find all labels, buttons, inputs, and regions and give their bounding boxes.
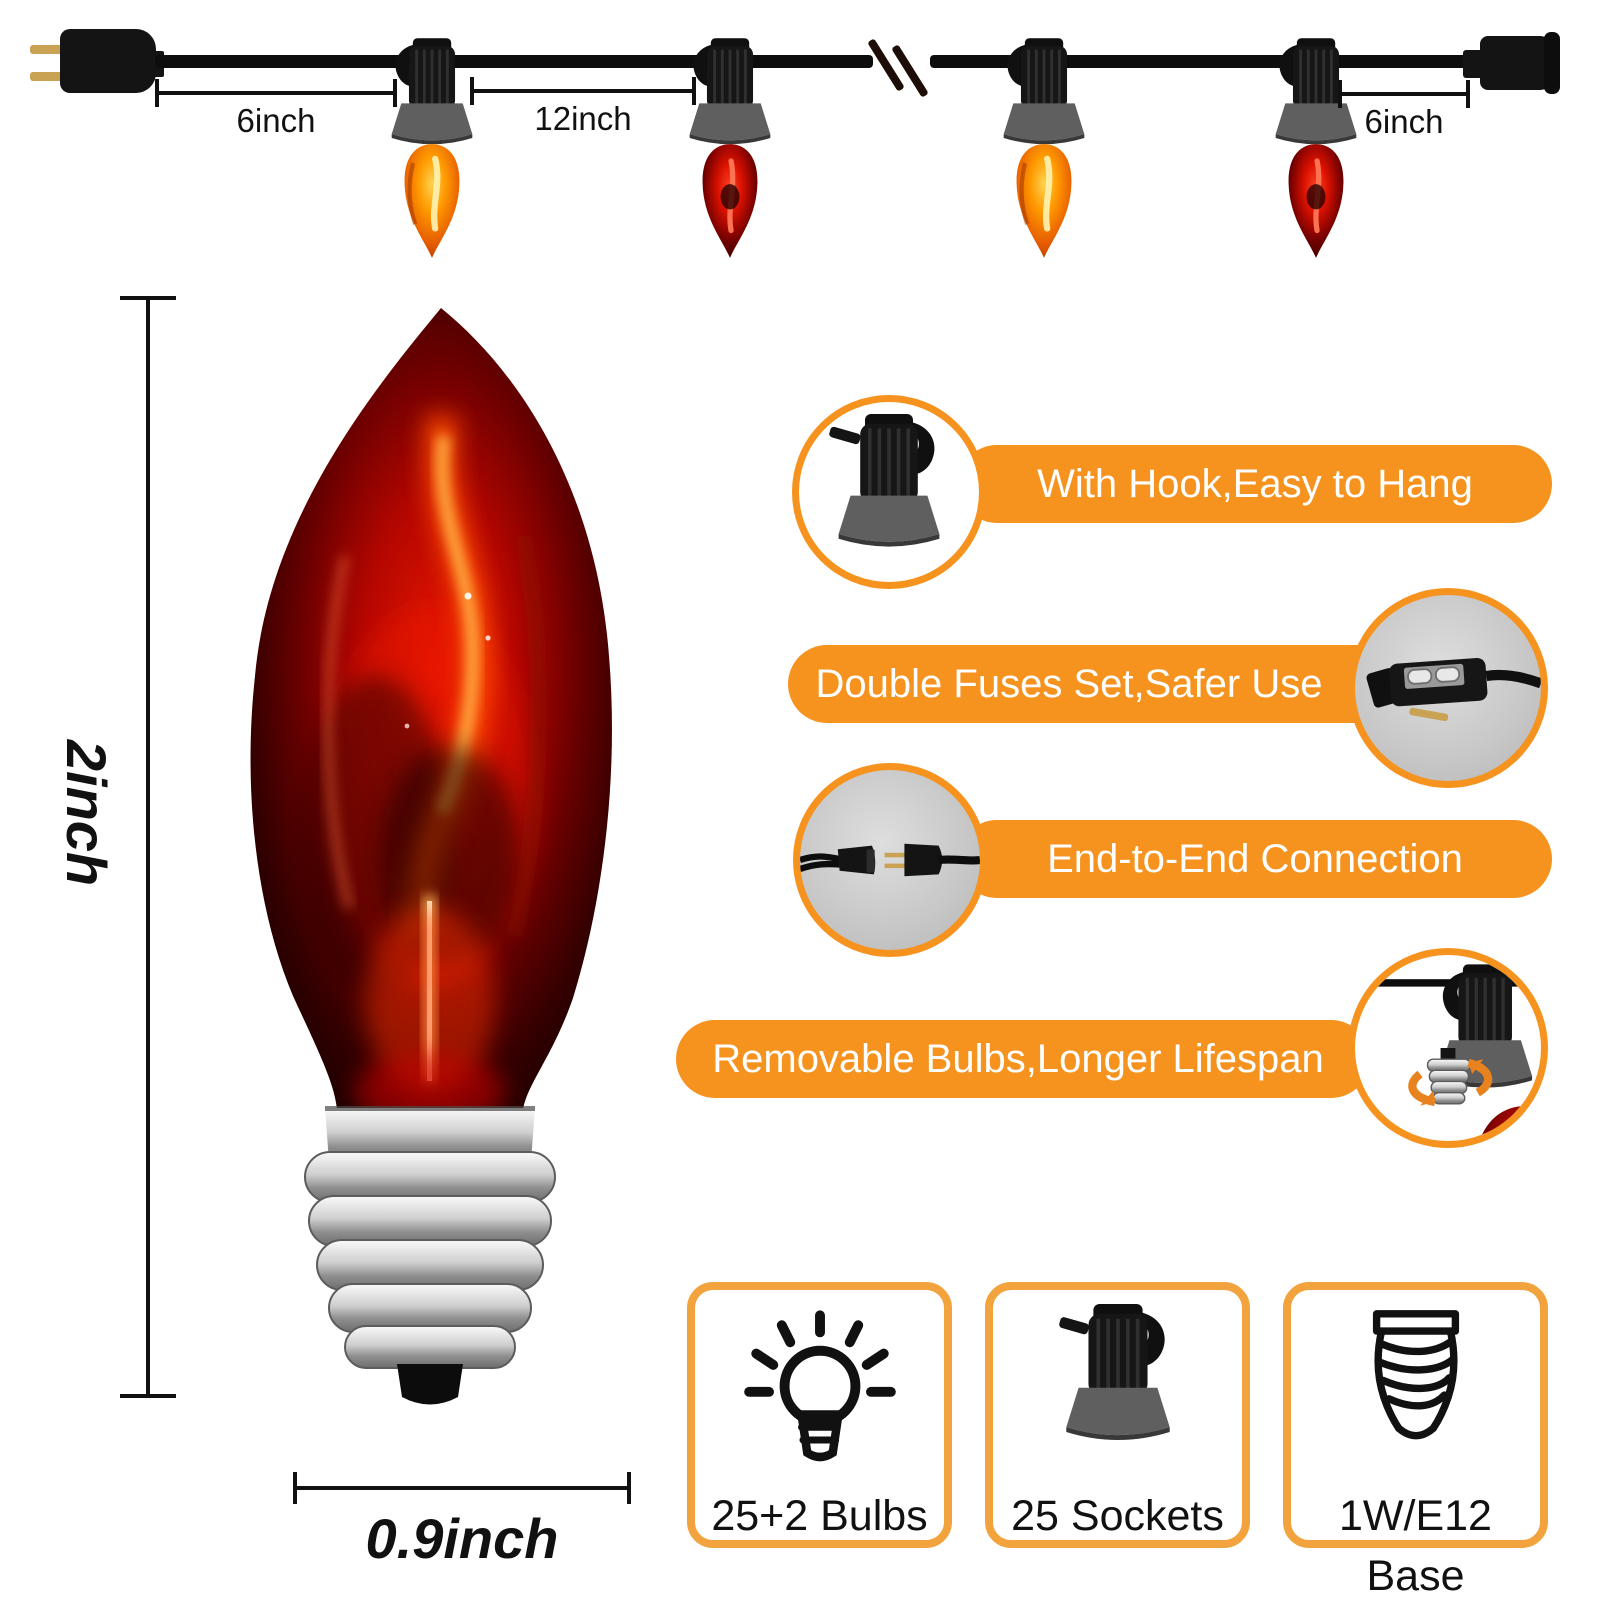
end-connector-collar (1463, 50, 1483, 78)
dimension-cap (293, 1472, 297, 1504)
socket-icon (993, 1304, 1242, 1464)
dimension-tick (155, 79, 159, 107)
flame-bulb-red-icon (1284, 142, 1348, 260)
hook-socket-photo-icon (829, 414, 949, 570)
end-to-end-plugs-photo-icon (800, 843, 980, 877)
feature-photo-hook (792, 395, 986, 589)
dimension-cap (120, 296, 176, 300)
spec-label-sockets: 25 Sockets (1011, 1492, 1224, 1540)
dimension-tick (1338, 80, 1342, 108)
spec-label-base: 1W/E12 Base (1339, 1492, 1492, 1600)
feature-label-hook: With Hook,Easy to Hang (1037, 462, 1473, 506)
flame-bulb-orange-icon (400, 142, 464, 260)
feature-pill-removable (676, 1020, 1370, 1098)
height-dimension-line (146, 298, 150, 1398)
bulb-outline-icon (695, 1304, 944, 1474)
plug-prong-icon (30, 45, 68, 54)
power-plug-icon (60, 29, 156, 93)
removable-bulb-photo-icon (1358, 955, 1541, 1141)
spec-card-sockets: 25 Sockets (985, 1282, 1250, 1548)
dimension-line (1338, 92, 1470, 96)
spacing-label-right: 6inch (1364, 103, 1444, 140)
end-connector-icon (1480, 36, 1552, 90)
spacing-label-left: 6inch (236, 102, 316, 139)
dimension-tick (692, 77, 696, 105)
dimension-tick (1466, 80, 1470, 108)
dimension-line (470, 89, 696, 93)
feature-label-connection: End-to-End Connection (1047, 837, 1463, 881)
dimension-tick (470, 77, 474, 105)
plug-prong-icon (30, 72, 68, 81)
product-bulb-photo (250, 308, 612, 1405)
dimension-line (155, 91, 397, 95)
width-dimension-line (293, 1486, 631, 1490)
spec-card-bulbs: 25+2 Bulbs (687, 1282, 952, 1548)
feature-pill-connection (958, 820, 1552, 898)
fuse-plug-photo-icon (1366, 658, 1541, 722)
feature-label-fuses: Double Fuses Set,Safer Use (815, 662, 1323, 706)
feature-photo-fuses (1348, 588, 1548, 788)
spacing-label-mid: 12inch (534, 100, 632, 137)
dimension-cap (627, 1472, 631, 1504)
feature-pill-hook (958, 445, 1552, 523)
end-connector-ring (1544, 32, 1560, 94)
e12-base-icon (1291, 1304, 1540, 1464)
spec-label-bulbs: 25+2 Bulbs (711, 1492, 928, 1540)
feature-photo-removable (1348, 948, 1548, 1148)
feature-photo-connection (793, 763, 987, 957)
flame-bulb-red-icon (698, 142, 762, 260)
dimension-cap (120, 1394, 176, 1398)
height-dimension-label: 2inch (55, 739, 118, 887)
feature-pill-fuses (788, 645, 1438, 723)
flame-bulb-orange-icon (1012, 142, 1076, 260)
dimension-tick (393, 79, 397, 107)
string-wire (155, 55, 873, 68)
width-dimension-label: 0.9inch (365, 1507, 559, 1570)
feature-label-removable: Removable Bulbs,Longer Lifespan (712, 1037, 1324, 1081)
spec-card-base: 1W/E12 Base (1283, 1282, 1548, 1600)
